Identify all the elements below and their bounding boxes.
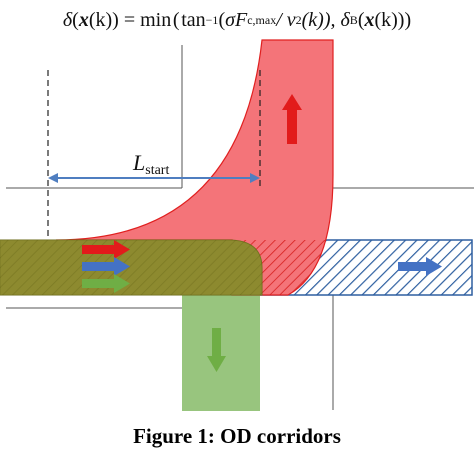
formula-slash-v: / v [276,8,296,31]
formula-b-sub: B [349,12,358,27]
formula-delta: δ [62,8,73,31]
formula-sigma-f: σF [225,8,248,31]
green-down-arrow-icon [207,328,226,372]
l-start-arrowhead-left [48,173,58,183]
formula-vk: (k)), δ [301,8,350,31]
formula-v-sup: 2 [295,12,302,27]
green-right-arrow-icon [82,274,130,293]
blue-exit-right-arrow-icon [398,257,442,276]
l-start-arrowhead-right [250,173,260,183]
formula-state-vector: x [78,8,89,31]
red-right-arrow-icon [82,240,130,259]
l-start-label: Lstart [132,150,169,178]
formula-tan-sup: −1 [205,12,219,27]
formula-lhs-tail: (k)) = min [88,8,172,31]
formula-tail-x: x [364,8,375,31]
formula-tan: tan [181,8,206,31]
blue-right-arrow-icon [82,257,130,276]
formula-fc-sub: c,max [247,12,277,27]
formula-tail: (k))) [374,8,412,31]
figure-caption: Figure 1: OD corridors [133,424,341,448]
red-up-arrow-icon [282,94,302,144]
entry-corridor-hatch [0,240,262,295]
